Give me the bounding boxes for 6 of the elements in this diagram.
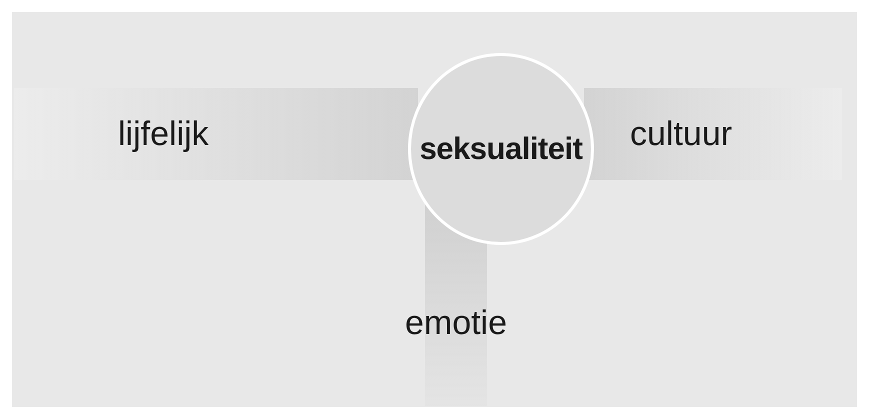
gradient-band (14, 88, 418, 180)
topic-label: lijfelijk (118, 114, 209, 154)
gradient-band (584, 88, 842, 180)
topic-label: seksualiteit (420, 130, 582, 168)
topic-label: emotie (404, 302, 508, 344)
topic-label: cultuur (630, 114, 732, 154)
